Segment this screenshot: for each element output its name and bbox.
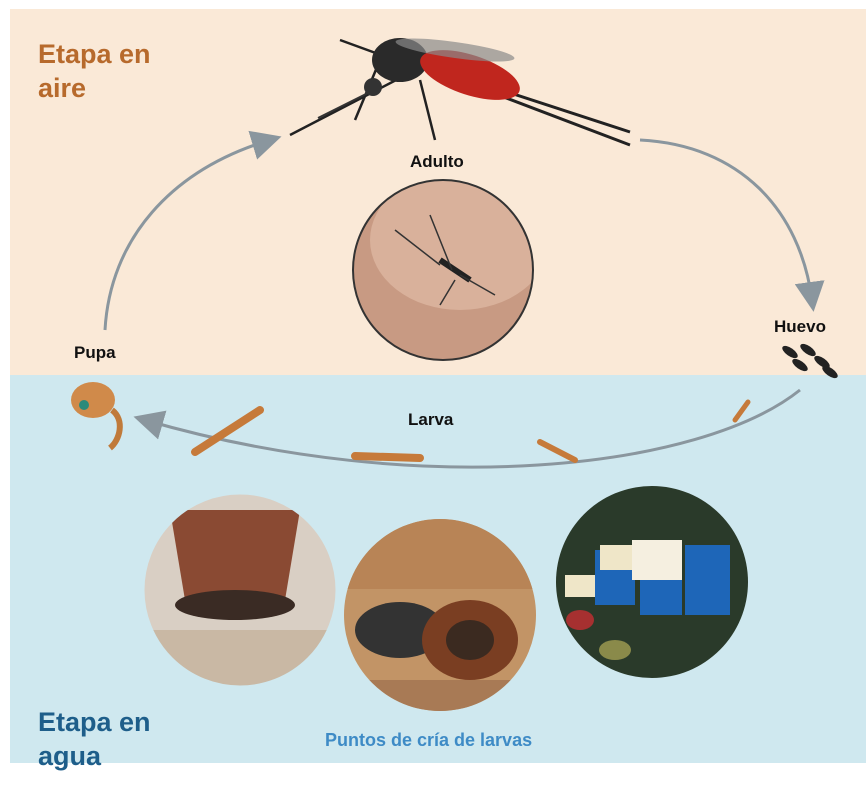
arrow-larva-to-pupa bbox=[145, 390, 800, 467]
tires-photo bbox=[344, 519, 536, 720]
water-stage-label: Etapa en agua bbox=[38, 705, 151, 773]
arrow-pupa-to-adult bbox=[105, 140, 270, 330]
adult-mosquito-photo bbox=[350, 170, 550, 368]
breeding-sites-caption: Puntos de cría de larvas bbox=[325, 730, 532, 751]
adult-label: Adulto bbox=[410, 152, 464, 172]
barrels-containers-photo bbox=[556, 486, 748, 678]
egg-label: Huevo bbox=[774, 317, 826, 337]
flowerpot-saucer-photo bbox=[144, 494, 336, 690]
pupa-illustration bbox=[71, 382, 120, 448]
eggs-illustration bbox=[780, 342, 839, 381]
larva-label: Larva bbox=[408, 410, 453, 430]
adult-mosquito-illustration bbox=[290, 34, 630, 145]
arrow-adult-to-egg bbox=[640, 140, 812, 300]
air-stage-label: Etapa en aire bbox=[38, 37, 151, 105]
pupa-label: Pupa bbox=[74, 343, 116, 363]
